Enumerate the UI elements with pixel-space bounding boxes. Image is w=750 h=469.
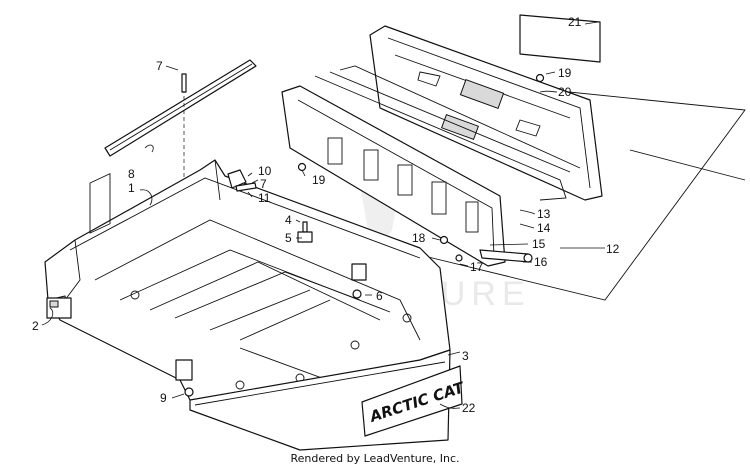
callout-19-left: 19 (312, 173, 326, 187)
hardware (175, 73, 545, 397)
callouts: 1 2 3 4 5 6 7 7 8 9 10 11 12 13 14 15 16… (32, 15, 620, 415)
callout-7-side: 7 (260, 177, 267, 191)
callout-8: 8 (128, 167, 135, 181)
callout-4: 4 (285, 213, 292, 227)
callout-19-right: 19 (558, 66, 572, 80)
callout-9: 9 (160, 391, 167, 405)
callout-7-top: 7 (156, 59, 163, 73)
part-cargo-box (44, 159, 451, 451)
part-tailgate-rails (314, 65, 581, 201)
assembly-outline (419, 86, 746, 301)
callout-14: 14 (537, 221, 551, 235)
callout-22: 22 (462, 401, 476, 415)
callout-1: 1 (128, 181, 135, 195)
callout-2: 2 (32, 319, 39, 333)
callout-5: 5 (285, 231, 292, 245)
callout-17: 17 (470, 260, 484, 274)
leader-lines (41, 21, 605, 409)
callout-16: 16 (534, 255, 548, 269)
render-credit: Rendered by LeadVenture, Inc. (290, 452, 460, 465)
callout-21: 21 (568, 15, 582, 29)
callout-12: 12 (606, 242, 620, 256)
callout-6: 6 (376, 289, 383, 303)
callout-18: 18 (412, 231, 426, 245)
part-side-rail (104, 59, 257, 157)
callout-3: 3 (462, 349, 469, 363)
callout-15: 15 (532, 237, 546, 251)
callout-20: 20 (558, 85, 572, 99)
part-decal-tailgate (519, 14, 601, 63)
callout-10: 10 (258, 164, 272, 178)
callout-11: 11 (258, 191, 271, 205)
part-tailgate-inner (281, 85, 506, 267)
callout-13: 13 (537, 207, 551, 221)
